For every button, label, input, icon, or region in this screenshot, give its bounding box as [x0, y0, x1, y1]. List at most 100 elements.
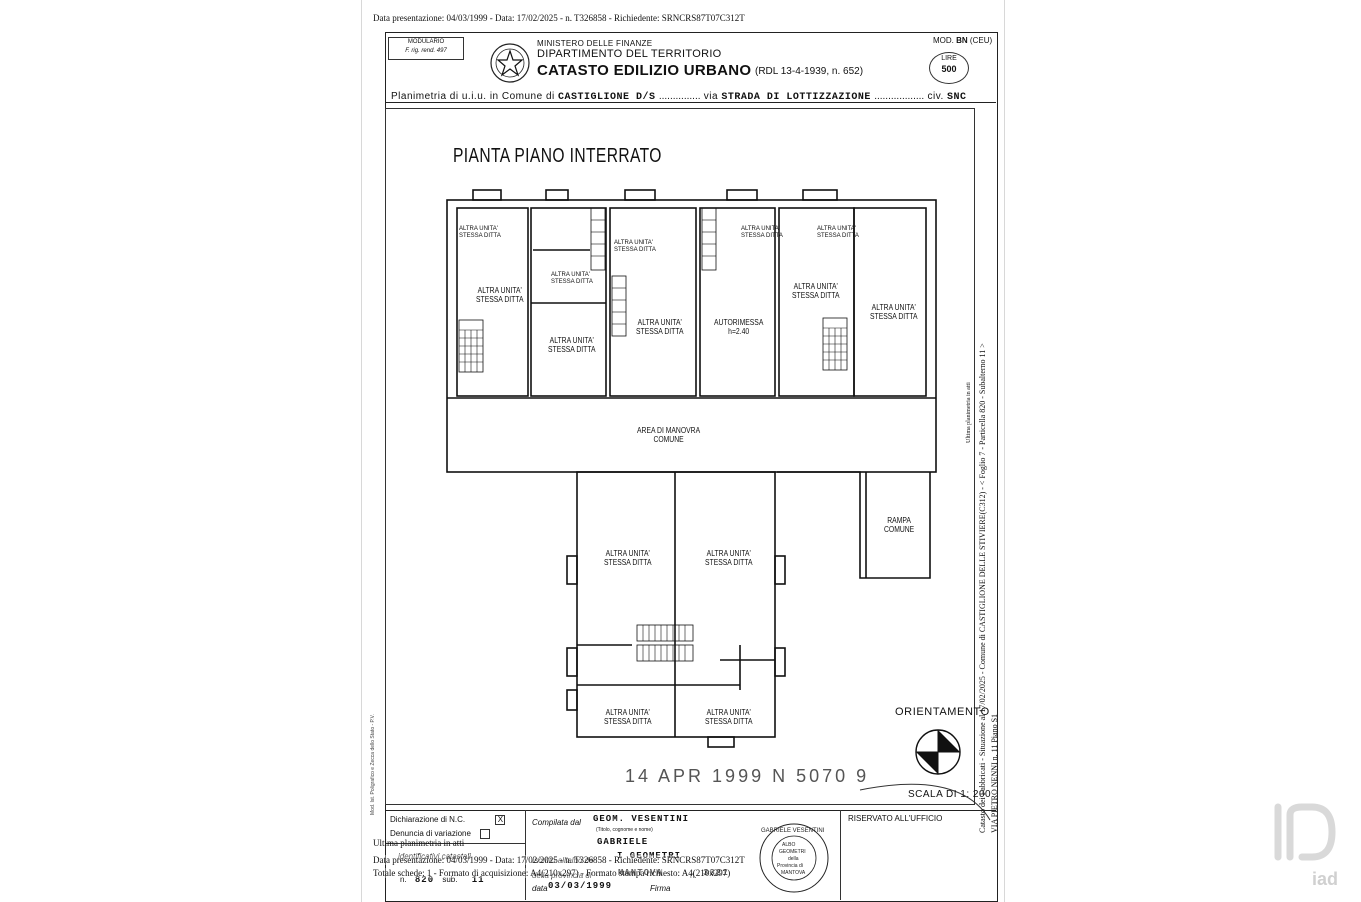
side-text-right: Catasto dei Fabbricati - Situazione al 1… [978, 343, 987, 833]
name-hint: (Titolo, cognome e nome) [596, 827, 653, 833]
small-room-label: ALTRA UNITA'STESSA DITTA [459, 226, 501, 240]
albo-value: I GEOMETRI [617, 851, 682, 861]
room-label: ALTRA UNITA'STESSA DITTA [604, 708, 651, 726]
ministry-name: MINISTERO DELLE FINANZE [537, 39, 653, 48]
provincia-value: MANTOVA [618, 868, 663, 878]
room-label: ALTRA UNITA'STESSA DITTA [476, 286, 523, 304]
mod-code-value: BN [956, 36, 968, 45]
comune-value: CASTIGLIONE D/S [558, 92, 656, 103]
seal-mid5: MANTOVA [781, 870, 806, 876]
plan-line-prefix: Planimetria di u.i.u. in Comune di [391, 91, 555, 102]
orientation-label: ORIENTAMENTO [895, 706, 990, 718]
modulario-box: MODULARIO F. rig. rend. 497 [388, 37, 464, 60]
form-footer [385, 810, 996, 901]
small-room-label: ALTRA UNITA'STESSA DITTA [551, 272, 593, 286]
overlay-line-3: Totale schede: 1 - Formato di acquisizio… [373, 868, 731, 878]
room-label-line1: AREA DI MANOVRA [637, 426, 701, 435]
small-room-label-line: STESSA DITTA [817, 233, 859, 239]
lire-value: 500 [941, 64, 957, 74]
nc-checkbox[interactable]: X [495, 815, 506, 825]
civ-label: civ. [927, 91, 944, 102]
dichiarazione-row: Dichiarazione di N.C. X [390, 815, 506, 825]
room-label-line2: STESSA DITTA [476, 295, 524, 304]
rdl-reference: (RDL 13-4-1939, n. 652) [755, 66, 864, 77]
room-label-line1: ALTRA UNITA' [706, 549, 751, 558]
room-label-line1: ALTRA UNITA' [605, 549, 650, 558]
iad-watermark-logo: iad [1274, 803, 1338, 889]
provincia-label: della provincia di [532, 871, 592, 880]
modulario-sub: F. rig. rend. 497 [405, 48, 447, 54]
dichiarazione-label: Dichiarazione di N.C. [390, 815, 466, 825]
header-separator [385, 102, 996, 103]
room-label: ALTRA UNITA'STESSA DITTA [705, 549, 752, 567]
iad-brand-text: iad [1312, 869, 1338, 889]
iscritto-label: Iscritto all'albo de [532, 856, 594, 865]
variazione-checkbox[interactable] [480, 829, 491, 839]
room-label-line1: ALTRA UNITA' [871, 303, 916, 312]
small-room-label-line: ALTRA UNITA' [817, 226, 856, 232]
room-label-line2: h=2.40 [728, 327, 750, 336]
room-label-line1: ALTRA UNITA' [477, 286, 522, 295]
model-code: MOD. BN (CEU) [933, 36, 992, 45]
small-room-label: ALTRA UNITA'STESSA DITTA [741, 226, 783, 240]
seal-mid1: ALBO [782, 842, 795, 848]
seal-mid3: della [788, 856, 799, 862]
identificativi-label: identificativi catastali [398, 852, 471, 861]
room-label-line2: STESSA DITTA [792, 291, 840, 300]
compilata-label: Compilata dal [532, 818, 581, 827]
plan-location-line: Planimetria di u.i.u. in Comune di CASTI… [391, 91, 967, 103]
room-label: ALTRA UNITA'STESSA DITTA [604, 549, 651, 567]
identifiers-row: n. 820 sub. 11 [400, 875, 485, 885]
compiler-name: GEOM. VESENTINI [593, 814, 690, 824]
lire-stamp: LIRE 500 [929, 52, 969, 84]
plan-title: PIANTA PIANO INTERRATO [453, 145, 662, 167]
riservato-label: RISERVATO ALL'UFFICIO [848, 814, 943, 823]
small-room-label-line: ALTRA UNITA' [459, 226, 498, 232]
catasto-title: CATASTO EDILIZIO URBANO [537, 62, 752, 79]
room-label-line2: STESSA DITTA [604, 717, 652, 726]
compiler-firstname: GABRIELE [597, 837, 649, 847]
footer-line-1 [385, 843, 525, 844]
foglio-label: n. [400, 875, 407, 884]
denuncia-row: Denuncia di variazione [390, 829, 491, 839]
room-label-line2: STESSA DITTA [548, 345, 596, 354]
footer-divider-2 [840, 810, 841, 900]
room-label: ALTRA UNITA'STESSA DITTA [548, 336, 595, 354]
room-label-line2: STESSA DITTA [636, 327, 684, 336]
room-label: ALTRA UNITA'STESSA DITTA [636, 318, 683, 336]
foglio-value: 820 [414, 875, 435, 885]
small-room-label-line: STESSA DITTA [614, 247, 656, 253]
drawing-frame [385, 108, 975, 805]
room-label-line1: ALTRA UNITA' [793, 282, 838, 291]
professional-seal: GABRIELE VESENTINI ALBO GEOMETRI della P… [759, 823, 829, 893]
seal-top-text: GABRIELE VESENTINI [761, 828, 825, 834]
small-room-label-line: STESSA DITTA [459, 233, 501, 239]
small-room-label-line: ALTRA UNITA' [741, 226, 780, 232]
small-room-label-line: ALTRA UNITA' [551, 272, 590, 278]
small-room-label-line: ALTRA UNITA' [614, 240, 653, 246]
printer-note: Mod. Ist. Poligrafico e Zecca dello Stat… [370, 714, 376, 815]
overlay-line-2: Data presentazione: 04/03/1999 - Data: 1… [373, 855, 745, 865]
small-room-label-line: STESSA DITTA [741, 233, 783, 239]
room-label: ALTRA UNITA'STESSA DITTA [792, 282, 839, 300]
room-label-line2: STESSA DITTA [705, 558, 753, 567]
room-label-line1: ALTRA UNITA' [605, 708, 650, 717]
room-label-line2: STESSA DITTA [870, 312, 918, 321]
mod-ceu: (CEU) [969, 36, 993, 45]
small-room-label-line: STESSA DITTA [551, 279, 593, 285]
via-label: via [703, 91, 719, 102]
sub-value: 11 [471, 875, 485, 885]
republic-emblem-icon [490, 43, 530, 83]
sub-label: sub. [442, 875, 458, 884]
room-label: ALTRA UNITA'STESSA DITTA [705, 708, 752, 726]
document-page [361, 0, 1005, 902]
side-text-small: Ultima planimetria in atti [966, 382, 972, 443]
seal-mid2: GEOMETRI [779, 849, 806, 855]
room-label-line2: STESSA DITTA [604, 558, 652, 567]
room-label-line2: COMUNE [653, 435, 684, 444]
scale-label: SCALA DI 1: 200 [908, 789, 992, 800]
firma-label: Firma [650, 884, 671, 893]
